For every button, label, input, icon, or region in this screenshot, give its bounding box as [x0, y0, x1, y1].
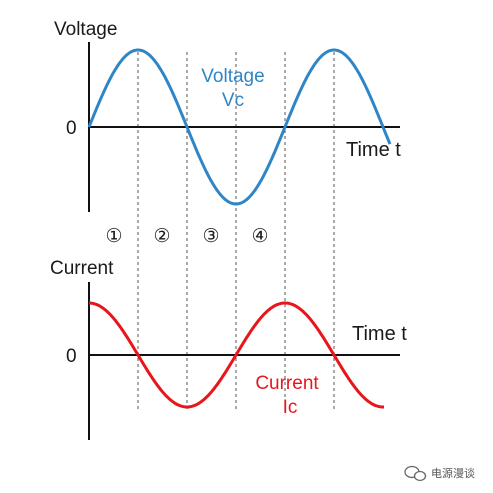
- current-curve-label: Current: [255, 373, 319, 394]
- interval-3-label: ③: [202, 226, 219, 247]
- current-time-label: Time t: [352, 323, 407, 345]
- voltage-curve: [87, 48, 392, 206]
- current-zero-label: 0: [66, 346, 77, 367]
- interval-4-label: ④: [251, 226, 268, 247]
- voltage-zero-label: 0: [66, 118, 77, 139]
- current-curve: [89, 301, 384, 409]
- interval-1-label: ①: [105, 226, 122, 247]
- current-curve-label-symbol: Ic: [283, 397, 298, 418]
- wechat-icon: [404, 465, 427, 482]
- voltage-time-label: Time t: [346, 139, 401, 161]
- interval-2-label: ②: [153, 226, 170, 247]
- voltage-curve-label: Voltage: [201, 66, 264, 87]
- current-axis-title: Current: [50, 258, 114, 279]
- voltage-axis-title: Voltage: [54, 19, 117, 40]
- voltage-curve-label-symbol: Vc: [222, 90, 244, 111]
- watermark-text: 电源漫谈: [431, 466, 475, 480]
